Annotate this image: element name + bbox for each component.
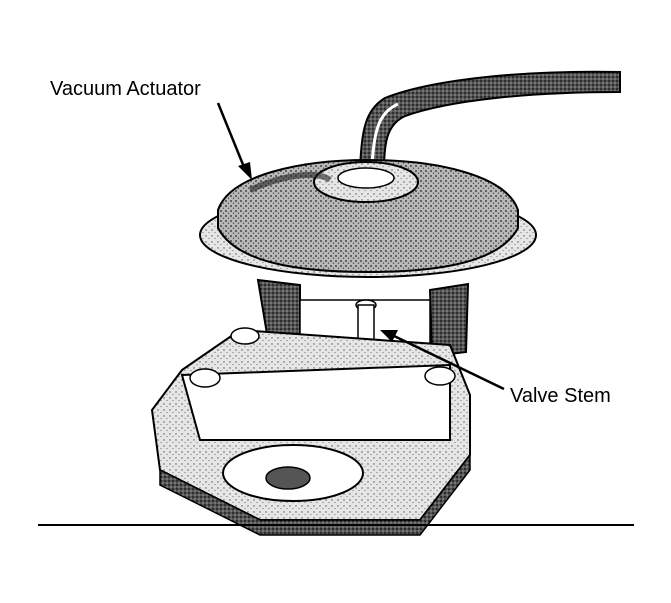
valve-base <box>150 327 471 536</box>
label-vacuum-actuator: Vacuum Actuator <box>50 78 201 100</box>
callout-vacuum-actuator: Vacuum Actuator <box>50 78 252 180</box>
leader-vacuum-actuator <box>216 102 248 173</box>
valve-stem <box>350 299 382 357</box>
arrowhead-valve-stem <box>380 330 398 342</box>
vacuum-hose <box>358 70 621 172</box>
leader-valve-stem <box>391 333 505 391</box>
label-valve-stem: Valve Stem <box>510 385 611 407</box>
callout-valve-stem: Valve Stem <box>380 330 611 407</box>
arrowhead-vacuum-actuator <box>238 162 252 180</box>
vacuum-actuator-housing <box>199 158 537 278</box>
